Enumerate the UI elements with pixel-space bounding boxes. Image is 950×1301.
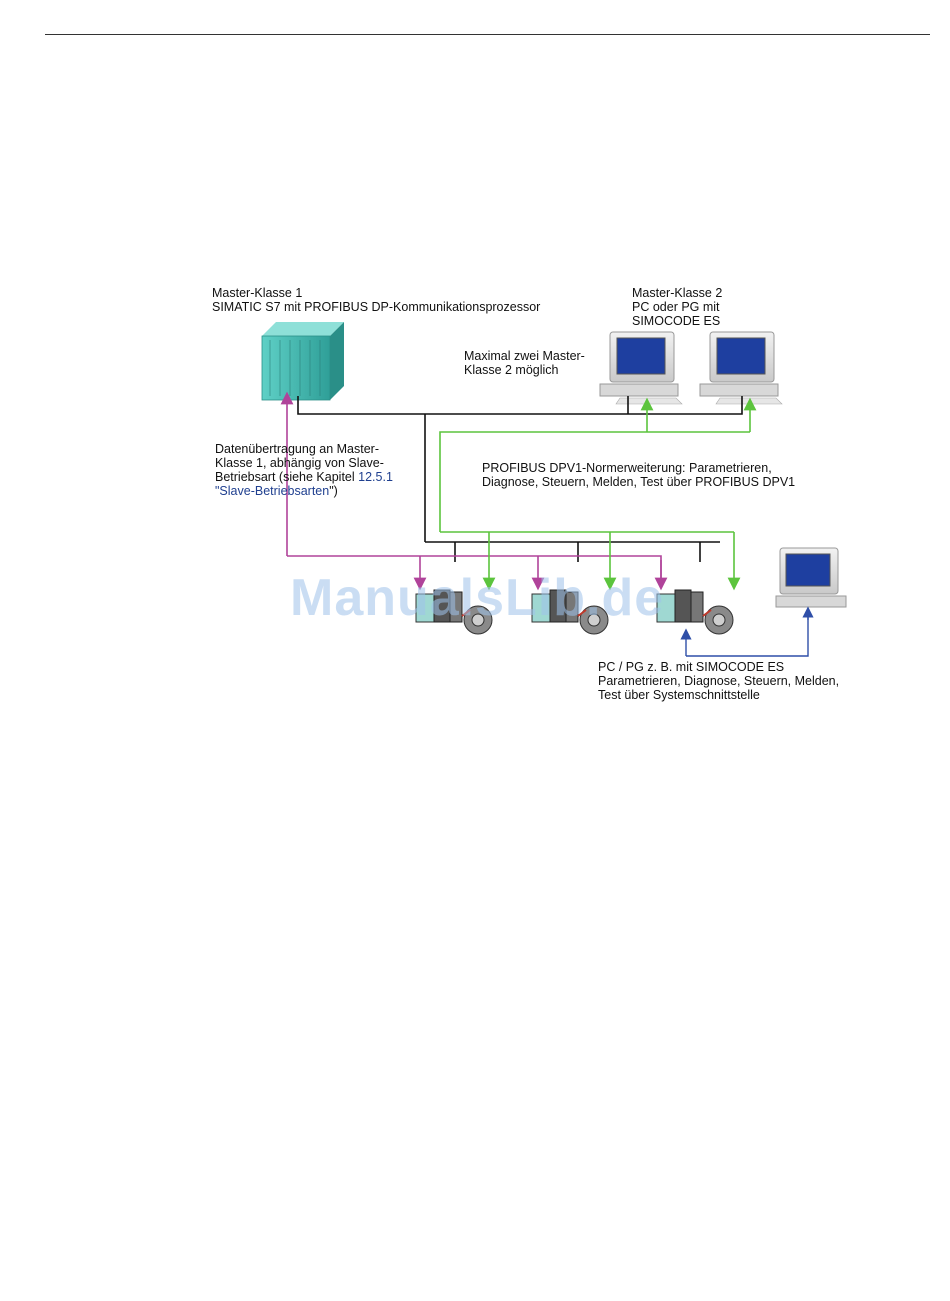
watermark: ManualsLib.de <box>290 569 665 627</box>
master2-line2: PC oder PG mit <box>632 300 720 314</box>
data-transfer-line2: Klasse 1, abhängig von Slave- <box>215 456 384 470</box>
master1-subtitle: SIMATIC S7 mit PROFIBUS DP-Kommunikation… <box>212 300 541 314</box>
slave-modes-link[interactable]: "Slave-Betriebsarten <box>215 484 330 498</box>
pcpg-line1: PC / PG z. B. mit SIMOCODE ES <box>598 660 785 674</box>
header-rule <box>45 34 930 35</box>
data-transfer-line3-text: Betriebsart (siehe Kapitel <box>215 470 359 484</box>
chapter-link[interactable]: 12.5.1 <box>358 470 393 484</box>
pc-master-class2-a-icon <box>599 331 683 405</box>
motor-feeder-3-icon <box>656 589 734 635</box>
pc-pg-system-interface-icon <box>775 547 847 608</box>
profibus-line2: Diagnose, Steuern, Melden, Test über PRO… <box>482 475 796 489</box>
max-master-line1: Maximal zwei Master- <box>464 349 585 363</box>
class1-data-path <box>280 391 668 591</box>
class2-dpv1-path <box>439 397 757 591</box>
pc-master-class2-b-icon <box>699 331 783 405</box>
motor-feeder-1-icon <box>415 589 493 635</box>
master2-title: Master-Klasse 2 <box>632 286 723 300</box>
plc-master-class1-icon <box>261 322 344 401</box>
max-master-line2: Klasse 2 möglich <box>464 363 559 377</box>
system-interface-path <box>680 606 814 657</box>
data-transfer-line3: Betriebsart (siehe Kapitel 12.5.1 <box>215 470 393 485</box>
data-transfer-line4-end: ") <box>329 484 338 498</box>
data-transfer-line4: "Slave-Betriebsarten") <box>215 484 338 499</box>
pcpg-line2: Parametrieren, Diagnose, Steuern, Melden… <box>598 674 840 688</box>
master1-title: Master-Klasse 1 <box>212 286 303 300</box>
pcpg-line3: Test über Systemschnittstelle <box>598 688 760 702</box>
data-transfer-line1: Datenübertragung an Master- <box>215 442 379 456</box>
profibus-line1: PROFIBUS DPV1-Normerweiterung: Parametri… <box>482 461 772 475</box>
profibus-bus-line <box>297 396 743 562</box>
motor-feeder-2-icon <box>531 589 609 635</box>
master2-line3: SIMOCODE ES <box>632 314 721 328</box>
